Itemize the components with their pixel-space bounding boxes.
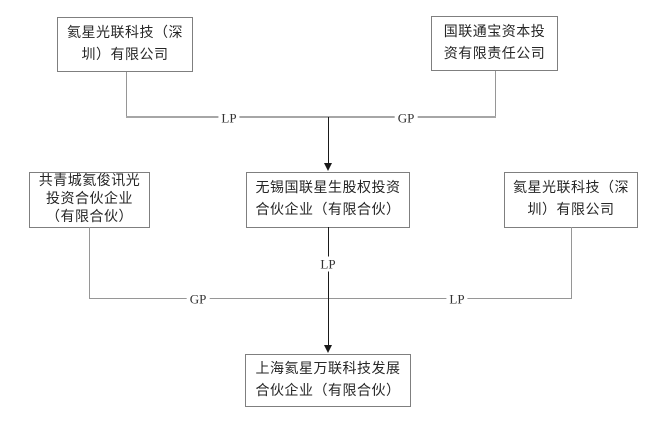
connector-top-horizontal: [126, 116, 496, 118]
node-mid-center-fund: 无锡国联星生股权投资合伙企业（有限合伙）: [246, 172, 410, 228]
connector-top-right-vertical: [495, 71, 496, 117]
arrow-to-bottom: [328, 227, 329, 346]
edge-label-bottom-gp: GP: [186, 291, 210, 307]
edge-label-top-lp: LP: [218, 110, 240, 126]
node-bottom-partnership: 上海氦星万联科技发展合伙企业（有限合伙）: [245, 354, 411, 407]
edge-label-bottom-lp: LP: [446, 291, 468, 307]
arrowhead-to-mid-center-icon: [324, 163, 332, 171]
node-top-right-company: 国联通宝资本投资有限责任公司: [431, 16, 558, 71]
connector-mid-right-vertical: [571, 227, 572, 299]
connector-bottom-horizontal: [89, 298, 572, 299]
edge-label-center-lp: LP: [317, 256, 339, 272]
node-top-left-company: 氦星光联科技（深圳）有限公司: [57, 17, 193, 72]
arrowhead-to-bottom-icon: [324, 345, 332, 353]
connector-top-left-vertical: [126, 72, 127, 117]
edge-label-top-gp: GP: [394, 110, 418, 126]
node-mid-right-company: 氦星光联科技（深圳）有限公司: [504, 172, 638, 228]
arrow-to-mid-center: [328, 117, 329, 164]
node-mid-left-partnership: 共青城氦俊讯光投资合伙企业（有限合伙）: [29, 172, 150, 228]
connector-mid-left-vertical: [89, 227, 90, 299]
